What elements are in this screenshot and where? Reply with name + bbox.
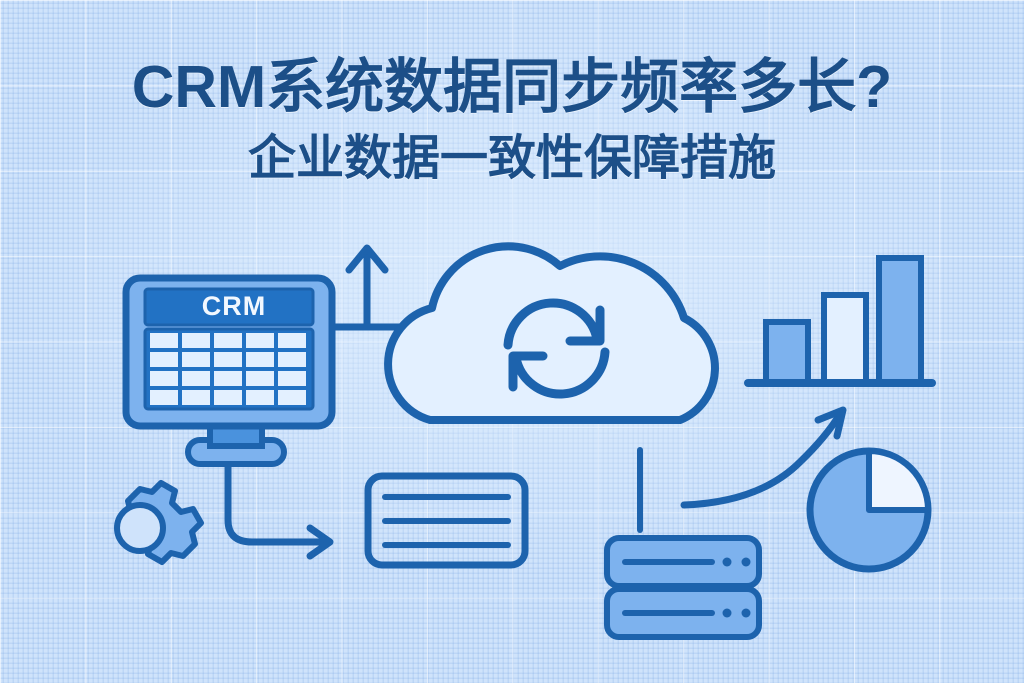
arrow-up-icon — [345, 244, 389, 331]
pie-chart[interactable] — [806, 447, 932, 573]
crm-monitor[interactable] — [122, 274, 336, 467]
connector-monitor-to-document — [224, 451, 334, 560]
bar-chart[interactable] — [744, 255, 936, 387]
pie-slice-empty — [866, 448, 931, 513]
cloud-sync[interactable] — [384, 242, 719, 424]
document-lines — [382, 494, 511, 548]
server-rack-icon[interactable] — [604, 447, 762, 640]
page-title: CRM系统数据同步频率多长? — [131, 54, 893, 120]
page-subtitle: 企业数据一致性保障措施 — [247, 131, 776, 185]
document-card[interactable] — [364, 472, 529, 569]
gear-icon[interactable] — [114, 480, 204, 565]
headline-block: CRM系统数据同步频率多长? 企业数据一致性保障措施 — [0, 54, 1024, 186]
